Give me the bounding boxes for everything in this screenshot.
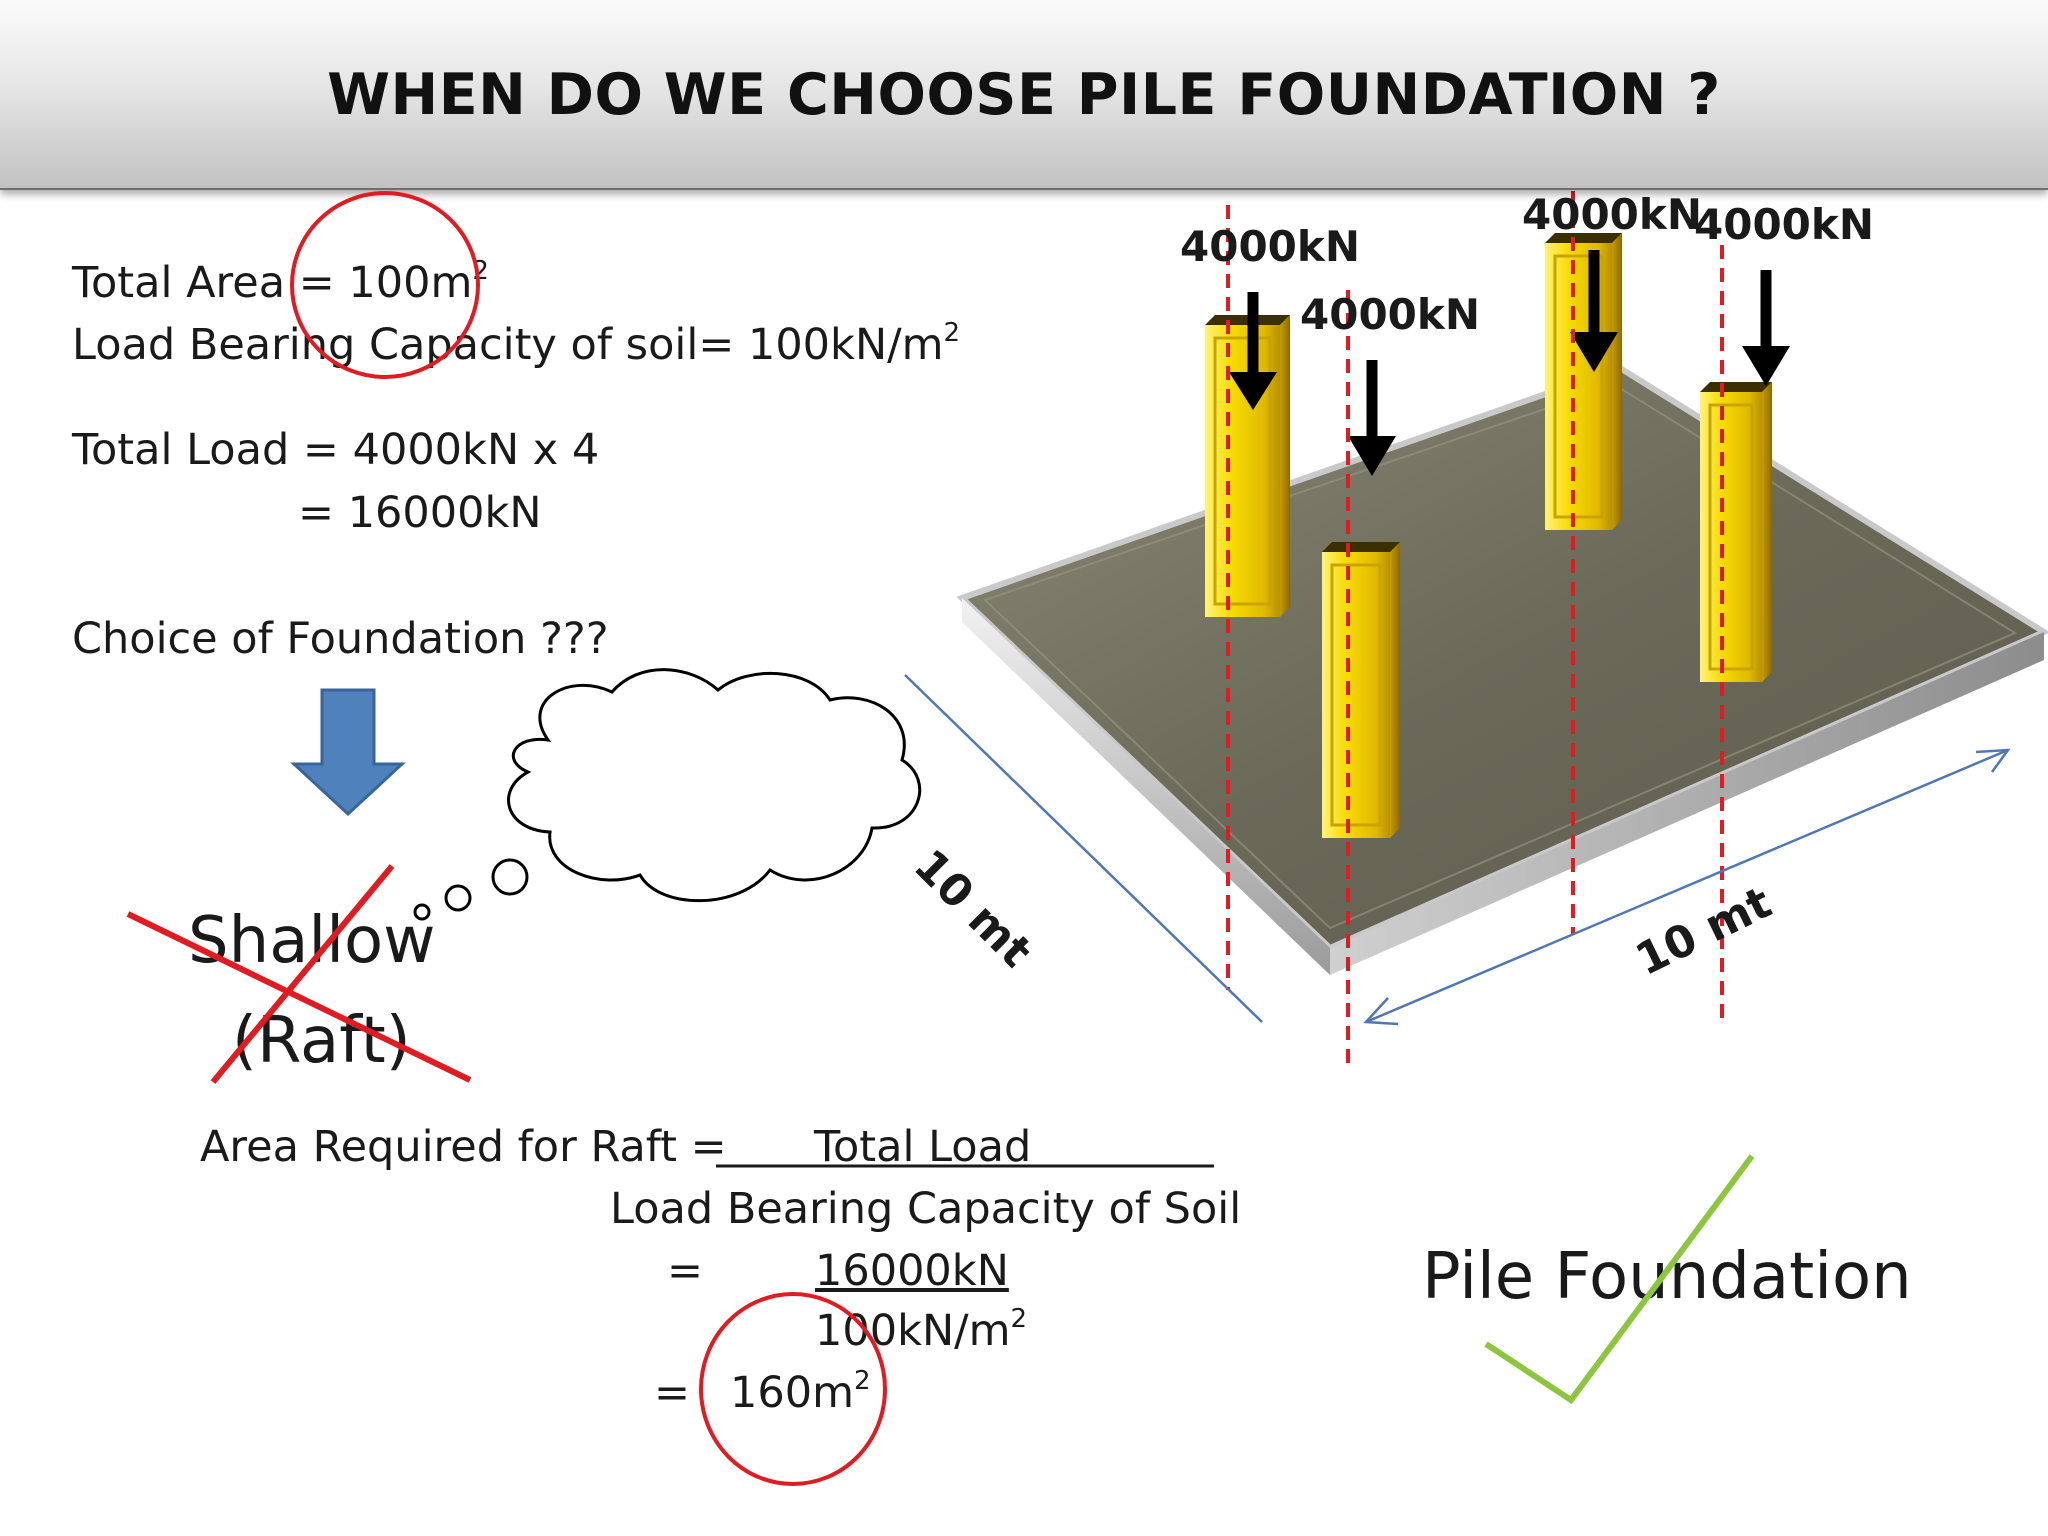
calc-eq1: = — [667, 1246, 704, 1296]
calc-num-value: 16000kN — [815, 1246, 1009, 1296]
calc-denominator: Load Bearing Capacity of Soil — [610, 1184, 1242, 1234]
cloud-bullet-1-text: Economical — [642, 718, 837, 758]
cloud-bullet-2-cont: Construction — [572, 814, 789, 854]
pile-column-4 — [1700, 382, 1772, 682]
cloud-bullet-2-text: Ease of — [642, 766, 767, 806]
calc-result-text: 160m — [730, 1368, 854, 1418]
shallow-label: Shallow — [188, 904, 436, 978]
pile-column-3 — [1545, 233, 1622, 530]
total-load-line1: Total Load = 4000kN x 4 — [72, 425, 600, 475]
raft-slab — [956, 364, 2048, 975]
calc-den-sup: 2 — [1010, 1304, 1028, 1334]
dimension-lines — [904, 674, 2011, 1026]
calc-result: 160m2 — [730, 1366, 871, 1418]
choice-question: Choice of Foundation ??? — [72, 614, 609, 664]
calc-result-sup: 2 — [853, 1366, 871, 1396]
raft-label: (Raft) — [232, 1004, 411, 1078]
load-arrow-3-head — [1570, 332, 1618, 372]
dim-line-right — [1365, 748, 2009, 1024]
calc-lhs: Area Required for Raft = — [200, 1122, 727, 1172]
calc-den-value-text: 100kN/m — [815, 1306, 1011, 1356]
calc-eq2: = — [654, 1368, 691, 1418]
capacity-text: Load Bearing Capacity of soil= 100kN/m2 — [72, 318, 961, 370]
total-area-text: Total Area = 100m2 — [72, 256, 489, 308]
load-arrow-2-head — [1348, 436, 1396, 476]
load-arrows — [1229, 250, 1790, 476]
page-title: WHEN DO WE CHOOSE PILE FOUNDATION ? — [327, 62, 1721, 128]
capacity-label: Load Bearing Capacity of soil= 100kN/m — [72, 320, 944, 370]
total-load-line2: = 16000kN — [298, 488, 542, 538]
total-area-sup: 2 — [472, 256, 489, 286]
calc-den-value: 100kN/m2 — [815, 1304, 1028, 1356]
capacity-sup: 2 — [943, 318, 961, 348]
load-label-4: 4000kN — [1694, 200, 1874, 249]
cloud-bullet-2: • Ease of — [568, 766, 767, 806]
load-arrow-4-head — [1742, 346, 1790, 386]
total-area-label: Total Area = 100m — [72, 258, 473, 308]
cloud-bullet-1: • Economical — [568, 718, 837, 758]
pile-column-2 — [1322, 542, 1400, 838]
load-label-3: 4000kN — [1522, 190, 1702, 239]
centre-lines — [1226, 145, 1724, 1068]
load-label-1: 4000kN — [1180, 222, 1360, 271]
dim-line-left — [904, 674, 1263, 1023]
conclusion-label: Pile Foundation — [1422, 1240, 1912, 1314]
title-bar: WHEN DO WE CHOOSE PILE FOUNDATION ? — [0, 0, 2048, 190]
load-label-2: 4000kN — [1300, 290, 1480, 339]
load-arrow-1-head — [1229, 372, 1277, 410]
calc-numerator: Total Load — [814, 1122, 1032, 1172]
